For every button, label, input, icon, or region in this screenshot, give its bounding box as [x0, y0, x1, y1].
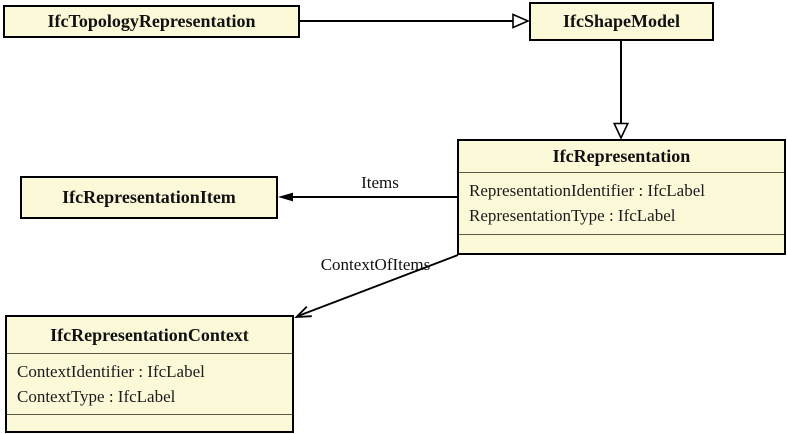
association-arrow-items: [278, 192, 457, 202]
attribute-line: RepresentationIdentifier : IfcLabel: [469, 181, 705, 200]
class-title: IfcRepresentationContext: [50, 324, 249, 345]
attributes-compartment: ContextIdentifier : IfcLabel ContextType…: [7, 353, 292, 415]
attribute-line: ContextIdentifier : IfcLabel: [17, 362, 205, 381]
class-title: IfcRepresentation: [552, 146, 691, 166]
attributes-compartment: RepresentationIdentifier : IfcLabel Repr…: [459, 172, 784, 235]
class-box-ifctopologyrepresentation[interactable]: IfcTopologyRepresentation: [3, 5, 300, 38]
attribute-line: RepresentationType : IfcLabel: [469, 206, 676, 225]
supertype-arrow-shapemodel-to-representation: [612, 41, 630, 140]
supertype-arrow-topology-to-shapemodel: [300, 13, 531, 29]
class-box-ifcrepresentationitem[interactable]: IfcRepresentationItem: [20, 176, 278, 219]
class-title: IfcShapeModel: [563, 11, 680, 31]
class-box-ifcrepresentation[interactable]: IfcRepresentation RepresentationIdentifi…: [457, 139, 786, 255]
class-title: IfcTopologyRepresentation: [47, 11, 256, 31]
empty-compartment: [459, 235, 784, 253]
edge-label-contextofitems: ContextOfItems: [320, 255, 431, 274]
class-title: IfcRepresentationItem: [62, 187, 236, 207]
class-box-ifcrepresentationcontext[interactable]: IfcRepresentationContext ContextIdentifi…: [5, 315, 294, 433]
attribute-line: ContextType : IfcLabel: [17, 387, 176, 406]
class-box-ifcshapemodel[interactable]: IfcShapeModel: [529, 2, 714, 41]
empty-compartment: [7, 415, 292, 431]
edge-label-items: Items: [361, 173, 399, 192]
